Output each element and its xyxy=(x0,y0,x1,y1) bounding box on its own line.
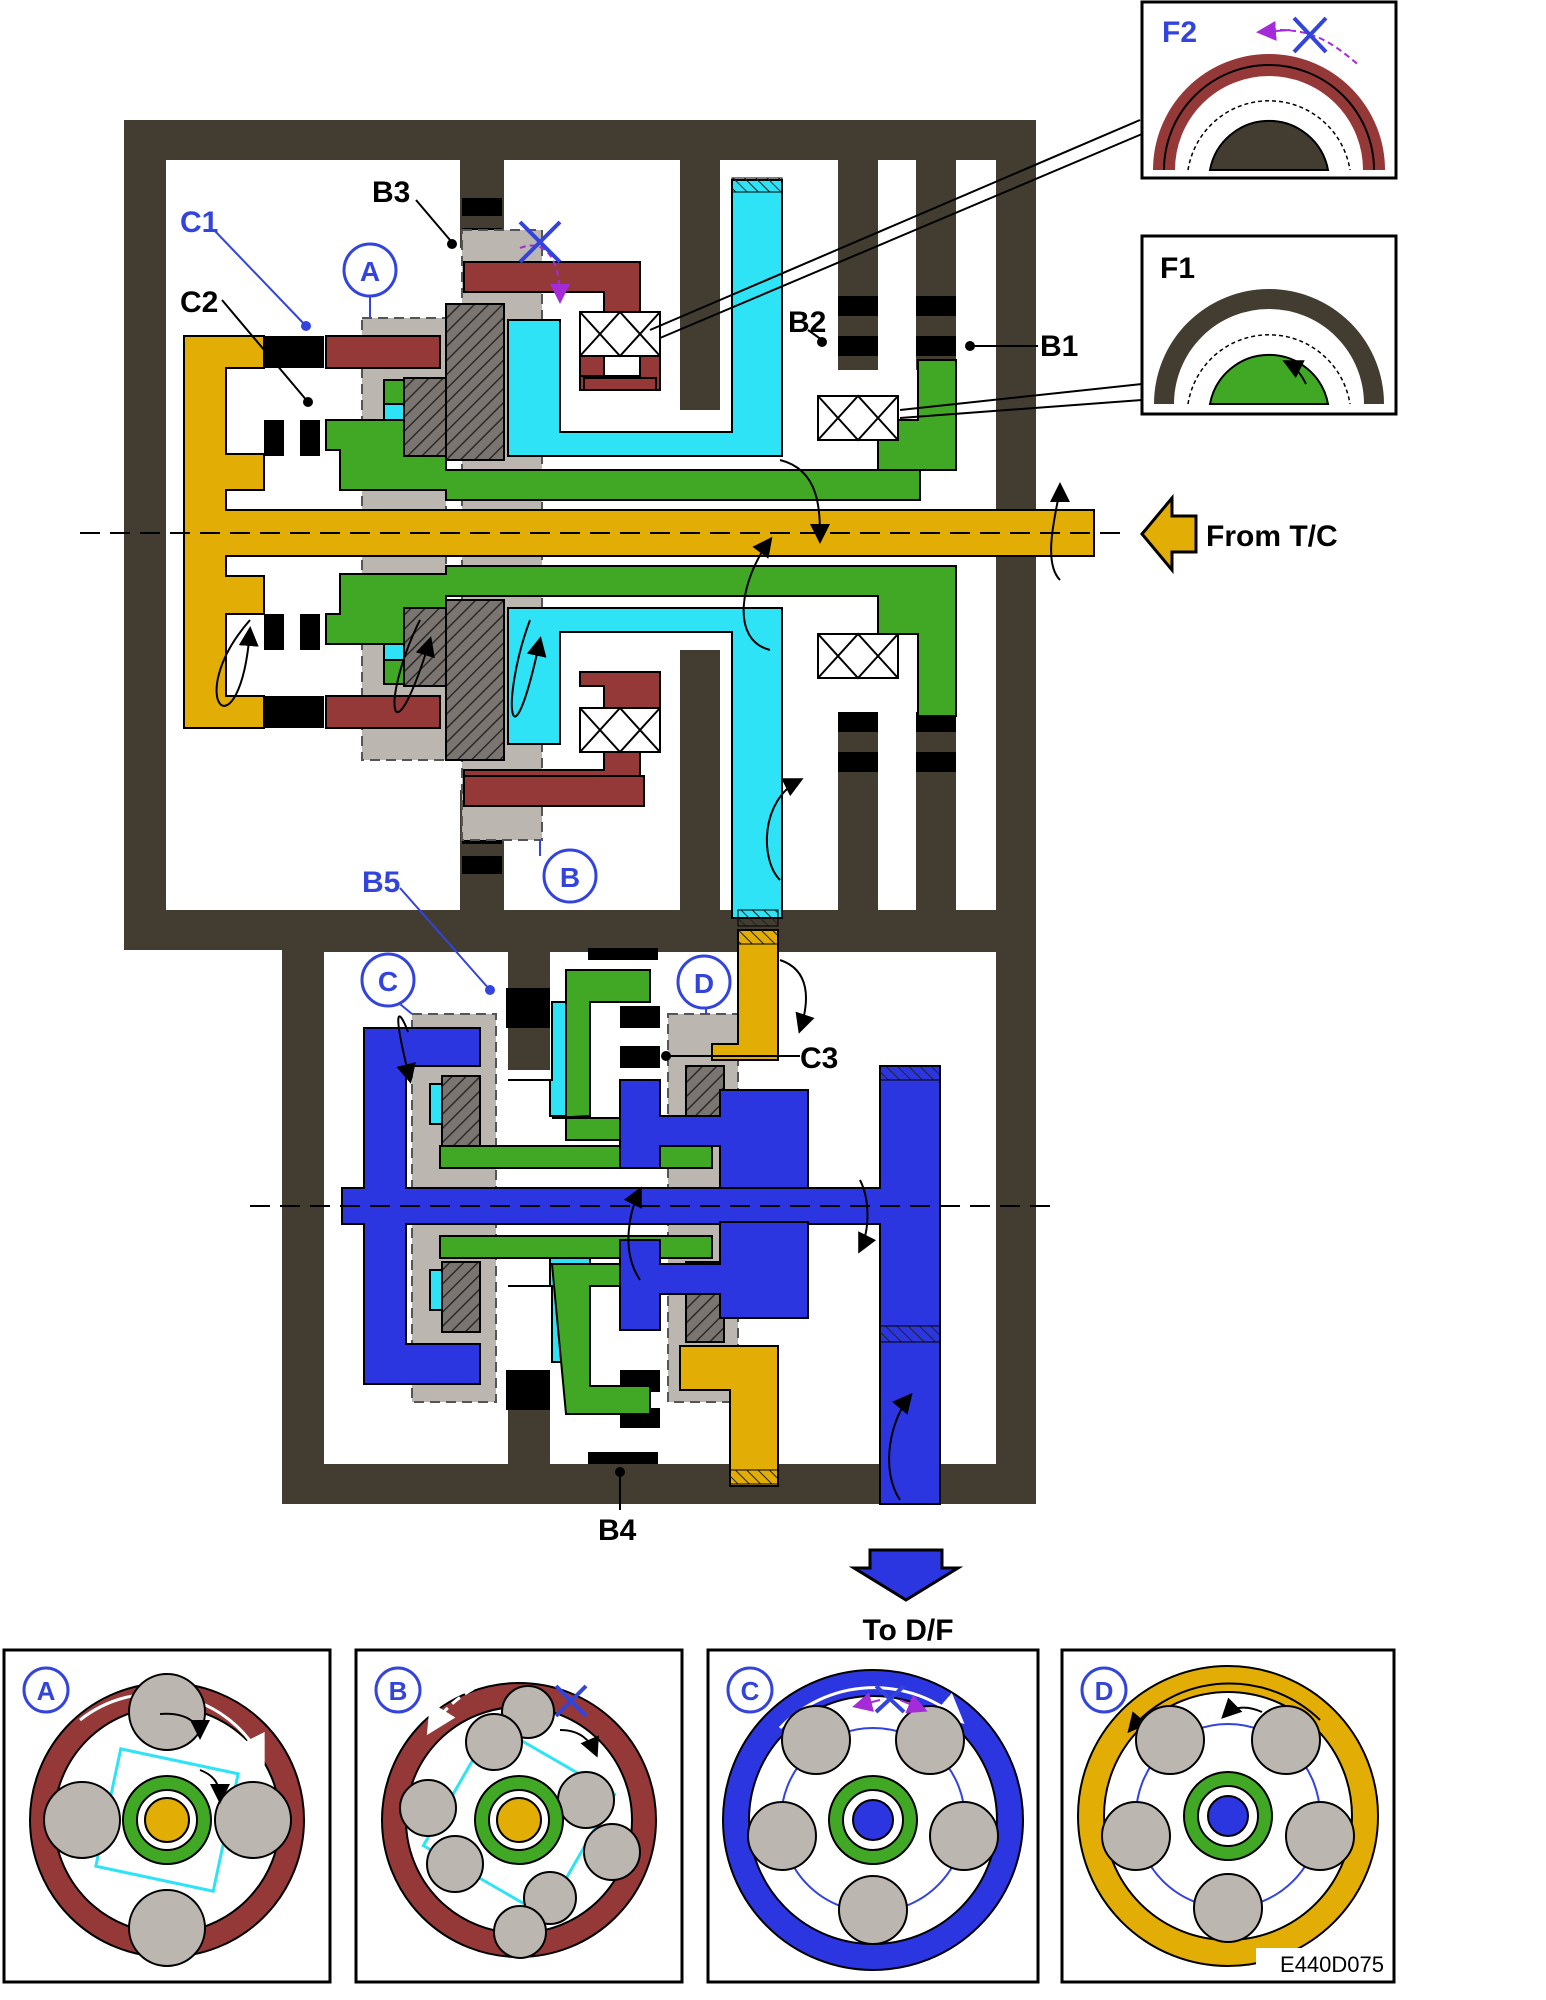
leader-dots xyxy=(301,239,975,1477)
panel-c: C xyxy=(706,1648,1040,1984)
panel-b-label: B xyxy=(389,1676,408,1706)
label-c2: C2 xyxy=(180,286,218,319)
panel-a-label: A xyxy=(37,1676,56,1706)
panel-d: D E440D075 xyxy=(1060,1648,1396,1984)
figure-code: E440D075 xyxy=(1280,1952,1384,1977)
label-b1: B1 xyxy=(1040,330,1078,363)
input-label: From T/C xyxy=(1206,520,1338,553)
callout-circles xyxy=(342,242,732,1010)
panel-b: B xyxy=(354,1648,684,1984)
callout-letters: A B C D xyxy=(360,256,714,999)
centerlines xyxy=(80,532,1120,1207)
one-way-clutch-boxes xyxy=(579,310,899,754)
output-label: To D/F xyxy=(862,1614,953,1647)
ring-gears xyxy=(325,261,661,807)
panel-a: A xyxy=(2,1648,332,1984)
callout-b: B xyxy=(560,862,580,893)
planetary-pinions xyxy=(403,303,725,1343)
label-b3: B3 xyxy=(372,176,410,209)
panel-c-label: C xyxy=(741,1676,760,1706)
callout-d: D xyxy=(694,968,714,999)
gear-teeth xyxy=(729,177,941,1485)
label-b4: B4 xyxy=(598,1514,637,1547)
label-f2: F2 xyxy=(1162,16,1197,49)
input-arrow: From T/C xyxy=(1140,493,1338,575)
component-labels: C1 C2 B3 B2 B1 B5 C3 B4 xyxy=(180,176,1078,1547)
callout-c: C xyxy=(378,966,398,997)
label-f1: F1 xyxy=(1160,252,1195,285)
label-c1: C1 xyxy=(180,206,218,239)
label-b5: B5 xyxy=(362,866,400,899)
panel-d-label: D xyxy=(1095,1676,1114,1706)
label-c3: C3 xyxy=(800,1042,838,1075)
output-arrow: To D/F xyxy=(848,1548,964,1647)
label-b2: B2 xyxy=(788,306,826,339)
callout-a: A xyxy=(360,256,380,287)
leader-lines xyxy=(221,119,1143,1510)
f2-inset: F2 xyxy=(1140,0,1398,180)
locked-indicator-upper xyxy=(518,220,570,304)
flow-arrows xyxy=(215,459,1070,1501)
f1-inset: F1 xyxy=(1140,234,1398,416)
